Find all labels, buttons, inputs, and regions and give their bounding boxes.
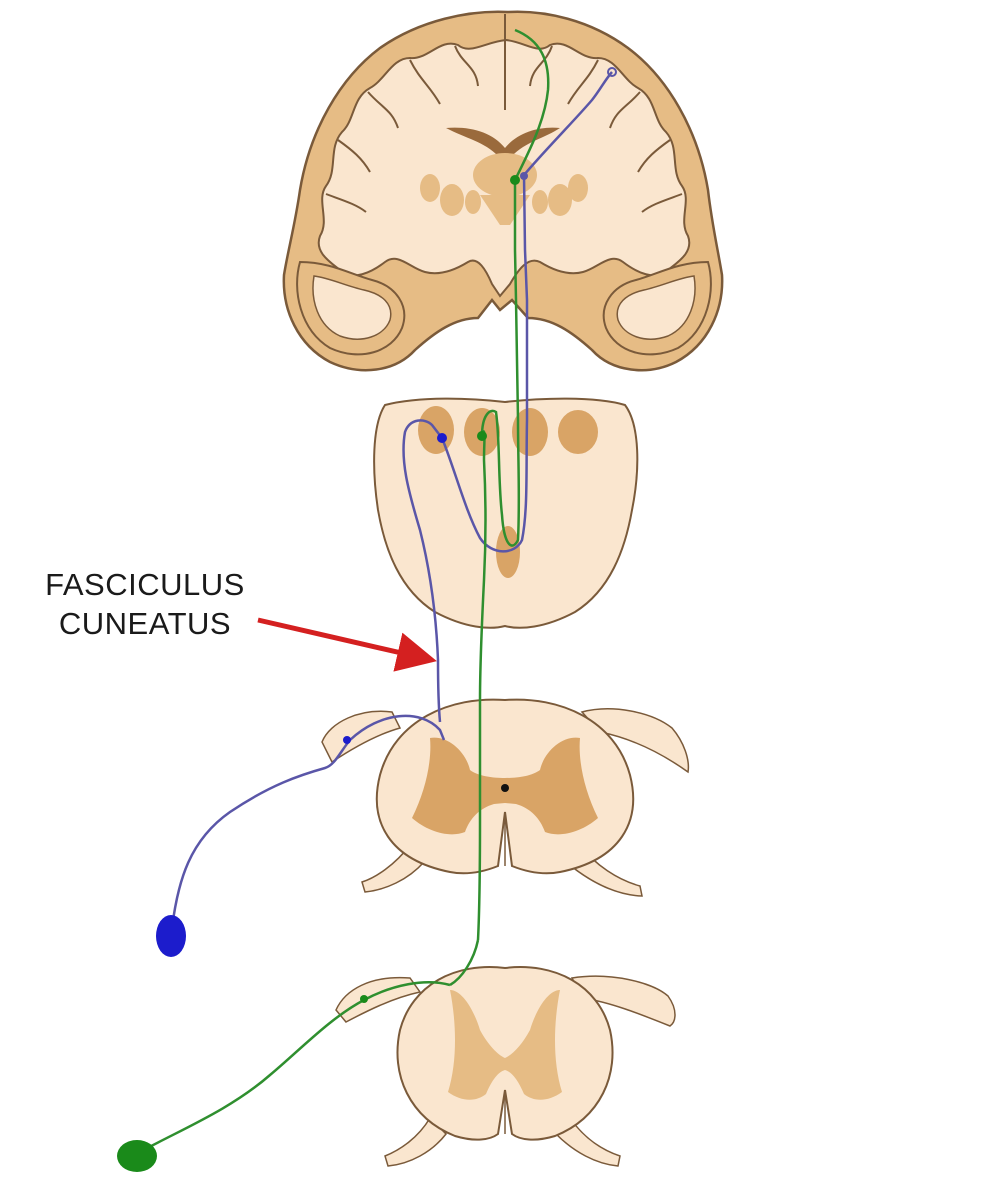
green-medial-lemniscus: [480, 180, 521, 547]
blue-drg-neuron: [343, 736, 351, 744]
green-lumbar-fibers: [449, 939, 480, 987]
blue-pathway: [170, 71, 613, 929]
cervical-spinal-cord: [321, 698, 690, 897]
lumbar-ventral-root-right: [554, 1116, 621, 1167]
green-pathway: [139, 28, 550, 1154]
brain-coronal-section: [282, 10, 724, 372]
green-gracile-nucleus-neuron: [477, 431, 487, 441]
green-sensory-receptor: [117, 1140, 157, 1172]
label-line-1: FASCICULUS: [45, 567, 245, 602]
green-drg-neuron: [360, 995, 368, 1003]
green-thalamocortical: [513, 28, 550, 181]
central-canal: [501, 784, 509, 792]
green-thalamus-neuron: [510, 175, 520, 185]
lateral-ventricles: [446, 127, 560, 168]
temporal-lobes: [296, 260, 712, 356]
label-line-2: CUNEATUS: [58, 605, 232, 641]
cervical-dorsal-root-left: [321, 710, 402, 764]
blue-central-axon: [349, 714, 446, 741]
brain-sulci: [325, 14, 683, 213]
fasciculus-cuneatus-label: FASCICULUS CUNEATUS: [40, 566, 250, 644]
lumbar-spinal-cord: [335, 966, 676, 1167]
blue-medial-lemniscus: [440, 174, 529, 553]
lumbar-ventral-root-left: [384, 1116, 447, 1167]
cervical-dorsal-root-right: [580, 708, 690, 774]
deep-nuclei: [420, 153, 588, 225]
neuron-markers: [117, 67, 617, 1172]
pointer-arrow: [257, 617, 437, 672]
blue-dorsal-column: [402, 419, 443, 723]
lumbar-dorsal-root-left: [335, 976, 422, 1023]
green-central-axon: [363, 981, 451, 1002]
blue-cortex-terminal: [607, 67, 617, 77]
lumbar-dorsal-root-right: [570, 975, 676, 1027]
blue-thalamus-neuron: [520, 172, 528, 180]
blue-peripheral-axon: [170, 739, 351, 929]
blue-thalamocortical: [523, 71, 613, 176]
blue-cuneate-nucleus-neuron: [437, 433, 447, 443]
green-peripheral-axon: [139, 998, 365, 1154]
blue-sensory-receptor: [156, 915, 186, 957]
lumbar-gray-matter: [448, 990, 562, 1100]
medulla-section: [373, 397, 639, 629]
green-dorsal-column: [476, 429, 487, 941]
